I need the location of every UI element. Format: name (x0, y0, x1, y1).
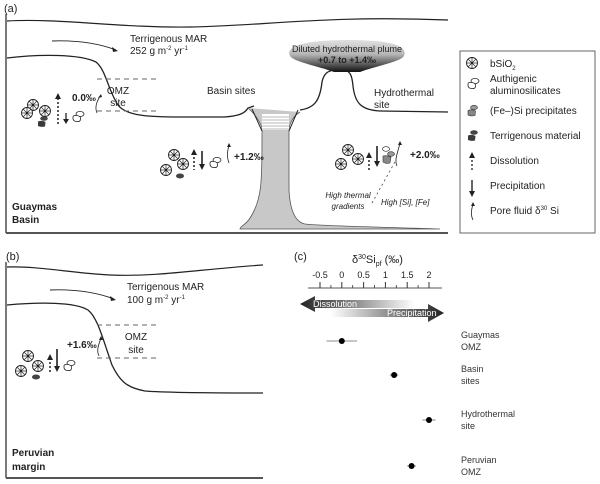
x-tick-label: 1 (383, 270, 388, 280)
terrigenous-mar-value: 252 g m-2 yr-1 (130, 46, 189, 57)
svg-text:Precipitation: Precipitation (490, 181, 545, 192)
mar-arrow (49, 289, 115, 300)
data-point (338, 338, 345, 344)
region-label-line1: Guaymas (12, 202, 57, 213)
point-label-line1: Hydrothermal (461, 409, 515, 419)
bsio2-icon (466, 57, 478, 69)
mar-arrow (51, 40, 117, 51)
panel-b: (b) Terrigenous MAR 100 g m-2 yr-1 OMZ s… (5, 251, 264, 479)
svg-text:Terrigenous material: Terrigenous material (490, 131, 581, 142)
terrigenous-mar-label: Terrigenous MAR (130, 34, 207, 45)
chart-title: δ30Sipf (‰) (352, 254, 403, 268)
data-points (326, 338, 436, 469)
data-point (426, 417, 432, 423)
panel-c-label: (c) (294, 251, 307, 263)
svg-text:bSiO2: bSiO2 (490, 59, 516, 72)
high-thermal-label-line1: High thermal (325, 191, 371, 200)
plume-value: +0.7 to +1.4‰ (318, 55, 376, 65)
seafloor-profile (6, 54, 255, 118)
svg-text:(Fe–)Si precipitates: (Fe–)Si precipitates (490, 106, 577, 117)
legend: bSiO2 Authigenic aluminosilicates (Fe–)S… (459, 50, 596, 234)
legend-box (459, 50, 596, 234)
data-point (408, 463, 415, 469)
dissolution-arrow-label: Dissolution (313, 299, 357, 309)
region-label-line2: margin (12, 462, 45, 473)
legend-item-pore-fluid: Pore fluid δ30 Si (471, 202, 559, 221)
legend-item-aluminosilicates: Authigenic aluminosilicates (467, 74, 561, 97)
svg-text:Authigenic: Authigenic (490, 74, 537, 85)
point-label-line2: sites (461, 376, 480, 386)
high-si-fe-label: High [Si], [Fe] (381, 198, 430, 207)
omz-site-label-line1: OMZ (125, 332, 147, 343)
high-thermal-label-line2: gradients (332, 202, 365, 211)
precipitation-arrow-icon (469, 180, 475, 197)
plume-title: Diluted hydrothermal plume (292, 44, 402, 54)
point-label-line2: OMZ (461, 467, 481, 477)
hydrothermal-particles (335, 141, 402, 204)
svg-text:aluminosilicates: aluminosilicates (490, 86, 561, 97)
basin-sites-label: Basin sites (207, 86, 255, 97)
panel-b-label: (b) (6, 251, 19, 263)
legend-item-dissolution: Dissolution (469, 152, 539, 172)
point-label-line1: Guaymas (461, 330, 500, 340)
hydrothermal-d30si-value: +2.0‰ (410, 150, 440, 161)
precipitation-arrow-label: Precipitation (387, 308, 437, 318)
x-tick-label: 0 (339, 270, 344, 280)
peruvian-omz-d30si-value: +1.6‰ (67, 340, 97, 351)
dissolution-arrow-icon (469, 152, 475, 172)
x-tick-label: -0.5 (312, 270, 328, 280)
x-tick-label: 1.5 (401, 270, 414, 280)
panel-a-label: (a) (4, 3, 17, 15)
hydrothermal-plume (289, 40, 405, 72)
point-label-line1: Basin (461, 364, 484, 374)
omz-particles (21, 93, 102, 127)
point-label-line2: site (461, 421, 475, 431)
hydrothermal-site-label-line1: Hydrothermal (374, 88, 434, 99)
omz-site-label-line2: site (110, 98, 126, 109)
precipitation-arrow (331, 304, 444, 322)
omz-d30si-value: 0.0‰ (72, 93, 96, 104)
legend-item-bsio2: bSiO2 (466, 57, 516, 72)
panel-a: (a) Terrigenous MAR 252 g m-2 yr-1 OMZ s… (4, 3, 449, 234)
direction-arrows: Dissolution Precipitation (300, 296, 444, 322)
legend-item-terrigenous: Terrigenous material (468, 130, 581, 142)
sea-surface-line (6, 264, 264, 276)
legend-item-precipitation: Precipitation (469, 180, 545, 197)
seafloor-profile (6, 302, 264, 394)
svg-text:Dissolution: Dissolution (490, 156, 539, 167)
legend-item-fe-si: (Fe–)Si precipitates (467, 105, 577, 117)
x-axis-ticks: -0.5 0 0.5 1 1.5 2 (312, 270, 432, 288)
region-label-line1: Peruvian (12, 448, 54, 459)
panel-c-chart: (c) δ30Sipf (‰) -0.5 0 0.5 1 1.5 2 Dissolutio… (294, 251, 515, 477)
data-point (391, 372, 398, 378)
terrigenous-mar-value: 100 g m-2 yr-1 (127, 295, 186, 306)
svg-text:Pore fluid δ30 Si: Pore fluid δ30 Si (490, 206, 559, 217)
hydrothermal-chimney (239, 107, 441, 230)
omz-site-label-line2: site (128, 345, 144, 356)
sea-surface-line (6, 18, 449, 28)
dissolution-arrow (300, 296, 414, 312)
hydrothermal-site-label-line2: site (374, 100, 390, 111)
point-label-line2: OMZ (461, 342, 481, 352)
peruvian-omz-particles (15, 336, 103, 380)
pore-fluid-arrow-icon (471, 202, 475, 221)
x-tick-label: 0.5 (357, 270, 370, 280)
basin-particles (160, 143, 231, 179)
point-label-line1: Peruvian (461, 455, 497, 465)
omz-site-label-line1: OMZ (107, 86, 129, 97)
basin-d30si-value: +1.2‰ (234, 152, 264, 163)
x-tick-label: 2 (426, 270, 431, 280)
terrigenous-mar-label: Terrigenous MAR (127, 282, 204, 293)
vent-layers (262, 116, 289, 130)
vent-throat (262, 114, 289, 130)
region-label-line2: Basin (12, 215, 39, 226)
